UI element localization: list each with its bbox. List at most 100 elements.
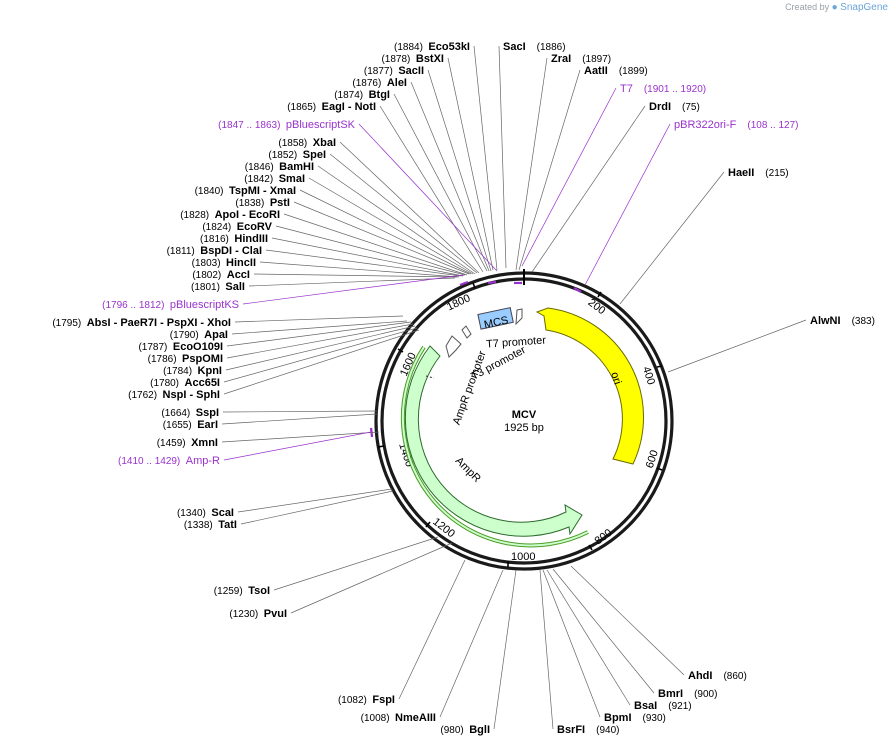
site-label-smai[interactable]: (1842) SmaI — [244, 173, 305, 185]
primer-label-pbluescriptks[interactable]: (1796 .. 1812) pBluescriptKS — [102, 299, 239, 311]
site-label-saci[interactable]: SacI (1886) — [503, 41, 566, 53]
snapgene-brand: Created by ● SnapGene — [785, 2, 888, 13]
feature-ampr-promoter[interactable] — [445, 335, 462, 358]
site-label-xmni[interactable]: (1459) XmnI — [157, 437, 218, 449]
site-label-bpmi[interactable]: BpmI (930) — [604, 712, 666, 724]
site-label-ecoo109i[interactable]: (1787) EcoO109I — [138, 341, 223, 353]
site-label-tspmi-xmai[interactable]: (1840) TspMI - XmaI — [195, 185, 296, 197]
site-position-acc65i: (1780) — [150, 378, 179, 389]
site-label-eco53ki[interactable]: (1884) Eco53kI — [394, 41, 470, 53]
primer-label-t7[interactable]: T7 (1901 .. 1920) — [620, 83, 706, 95]
site-name-aatii: AatII — [584, 65, 608, 77]
site-position-saci: (1886) — [537, 42, 566, 53]
site-label-btgi[interactable]: (1874) BtgI — [334, 89, 390, 101]
site-label-pvui[interactable]: (1230) PvuI — [229, 608, 287, 620]
site-leader-psti — [293, 201, 470, 275]
site-label-sali[interactable]: (1801) SalI — [191, 281, 245, 293]
site-name-scai: ScaI — [211, 507, 234, 519]
primer-name-amp-r: Amp-R — [186, 455, 220, 467]
site-label-eari[interactable]: (1655) EarI — [163, 419, 218, 431]
site-leader-bsrfi — [539, 569, 554, 730]
site-label-sspi[interactable]: (1664) SspI — [161, 407, 219, 419]
site-name-bsrfi: BsrFI — [557, 724, 585, 736]
site-label-acci[interactable]: (1802) AccI — [192, 269, 250, 281]
site-position-bsai: (921) — [668, 701, 691, 712]
site-label-apai[interactable]: (1790) ApaI — [170, 329, 228, 341]
site-label-bgli[interactable]: (980) BglI — [440, 724, 490, 736]
site-leader-ecorv — [275, 225, 466, 276]
site-label-tsoi[interactable]: (1259) TsoI — [214, 585, 270, 597]
site-label-absi-paer7i-pspxi-xhoi[interactable]: (1795) AbsI - PaeR7I - PspXI - XhoI — [52, 317, 231, 329]
primer-leader-pbr322ori-f — [584, 123, 671, 286]
site-label-zrai[interactable]: ZraI (1897) — [551, 53, 611, 65]
site-label-ecorv[interactable]: (1824) EcoRV — [202, 221, 272, 233]
site-label-alwni[interactable]: AlwNI (383) — [810, 315, 875, 327]
site-position-nspi-sphi: (1762) — [128, 390, 157, 401]
site-leader-apoi-ecori — [283, 213, 468, 276]
site-label-scai[interactable]: (1340) ScaI — [177, 507, 234, 519]
site-label-bsai[interactable]: BsaI (921) — [634, 700, 692, 712]
site-label-pspomi[interactable]: (1786) PspOMI — [148, 353, 223, 365]
site-leader-xbai — [339, 141, 480, 274]
site-leader-drdi — [531, 105, 646, 273]
site-label-acc65i[interactable]: (1780) Acc65I — [150, 377, 220, 389]
site-label-apoi-ecori[interactable]: (1828) ApoI - EcoRI — [180, 209, 280, 221]
site-label-sacii[interactable]: (1877) SacII — [364, 65, 424, 77]
site-name-smai: SmaI — [279, 173, 305, 185]
site-leader-hindiii — [271, 237, 464, 277]
site-label-spei[interactable]: (1852) SpeI — [268, 149, 326, 161]
site-label-kpni[interactable]: (1784) KpnI — [163, 365, 222, 377]
site-label-hincii[interactable]: (1803) HincII — [192, 257, 256, 269]
site-label-bstxi[interactable]: (1878) BstXI — [381, 53, 444, 65]
site-label-xbai[interactable]: (1858) XbaI — [278, 137, 336, 149]
feature-t7-promoter[interactable] — [515, 308, 523, 326]
feature-ampr[interactable] — [404, 345, 583, 537]
site-position-kpni: (1784) — [163, 366, 192, 377]
site-name-bgli: BglI — [469, 724, 490, 736]
site-name-hindiii: HindIII — [234, 233, 268, 245]
site-label-bsrfi[interactable]: BsrFI (940) — [557, 724, 619, 736]
site-name-sacii: SacII — [398, 65, 424, 77]
primer-label-pbr322ori-f[interactable]: pBR322ori-F (108 .. 127) — [674, 119, 799, 131]
site-label-eagi-noti[interactable]: (1865) EagI - NotI — [287, 101, 376, 113]
site-label-nspi-sphi[interactable]: (1762) NspI - SphI — [128, 389, 220, 401]
tick-label-200: 200 — [586, 297, 608, 318]
feature-t3-promoter[interactable] — [461, 325, 472, 339]
site-label-alei[interactable]: (1876) AleI — [352, 77, 407, 89]
site-position-spei: (1852) — [268, 150, 297, 161]
site-label-tati[interactable]: (1338) TatI — [184, 519, 237, 531]
site-name-eco53ki: Eco53kI — [428, 41, 470, 53]
site-name-sali: SalI — [225, 281, 245, 293]
site-label-bmri[interactable]: BmrI (900) — [658, 688, 717, 700]
site-label-psti[interactable]: (1838) PstI — [235, 197, 290, 209]
feature-mcs[interactable] — [477, 307, 514, 330]
site-position-apai: (1790) — [170, 330, 199, 341]
site-leader-zrai — [515, 57, 548, 271]
primer-label-amp-r[interactable]: (1410 .. 1429) Amp-R — [118, 455, 220, 467]
site-leader-tati — [240, 490, 394, 525]
site-leader-hincii — [259, 261, 460, 278]
site-label-bamhi[interactable]: (1846) BamHI — [245, 161, 314, 173]
primer-name-pbluescriptks: pBluescriptKS — [170, 299, 239, 311]
site-position-alwni: (383) — [852, 316, 875, 327]
site-position-hindiii: (1816) — [200, 234, 229, 245]
site-leader-sali — [248, 277, 456, 287]
site-leader-alei — [410, 81, 490, 272]
site-label-ahdi[interactable]: AhdI (860) — [688, 670, 747, 682]
site-leader-nspi-sphi — [223, 329, 420, 395]
site-name-xbai: XbaI — [313, 137, 336, 149]
feature-ori[interactable] — [535, 307, 644, 465]
site-label-aatii[interactable]: AatII (1899) — [584, 65, 648, 77]
site-label-fspi[interactable]: (1082) FspI — [338, 694, 395, 706]
site-label-drdi[interactable]: DrdI (75) — [649, 101, 700, 113]
primer-mark-pbluescriptks — [459, 280, 469, 287]
primer-mark-pbr322ori-f — [573, 287, 582, 293]
primer-leader-amp-r — [223, 431, 372, 461]
site-label-nmeaiii[interactable]: (1008) NmeAIII — [361, 712, 436, 724]
site-label-hindiii[interactable]: (1816) HindIII — [200, 233, 268, 245]
primer-label-pbluescriptsk[interactable]: (1847 .. 1863) pBluescriptSK — [218, 119, 356, 131]
tick-1200 — [425, 521, 431, 528]
site-label-bspdi-clai[interactable]: (1811) BspDI - ClaI — [167, 245, 262, 257]
feature-label-mcs: MCS — [483, 314, 509, 331]
site-label-haeii[interactable]: HaeII (215) — [728, 167, 789, 179]
